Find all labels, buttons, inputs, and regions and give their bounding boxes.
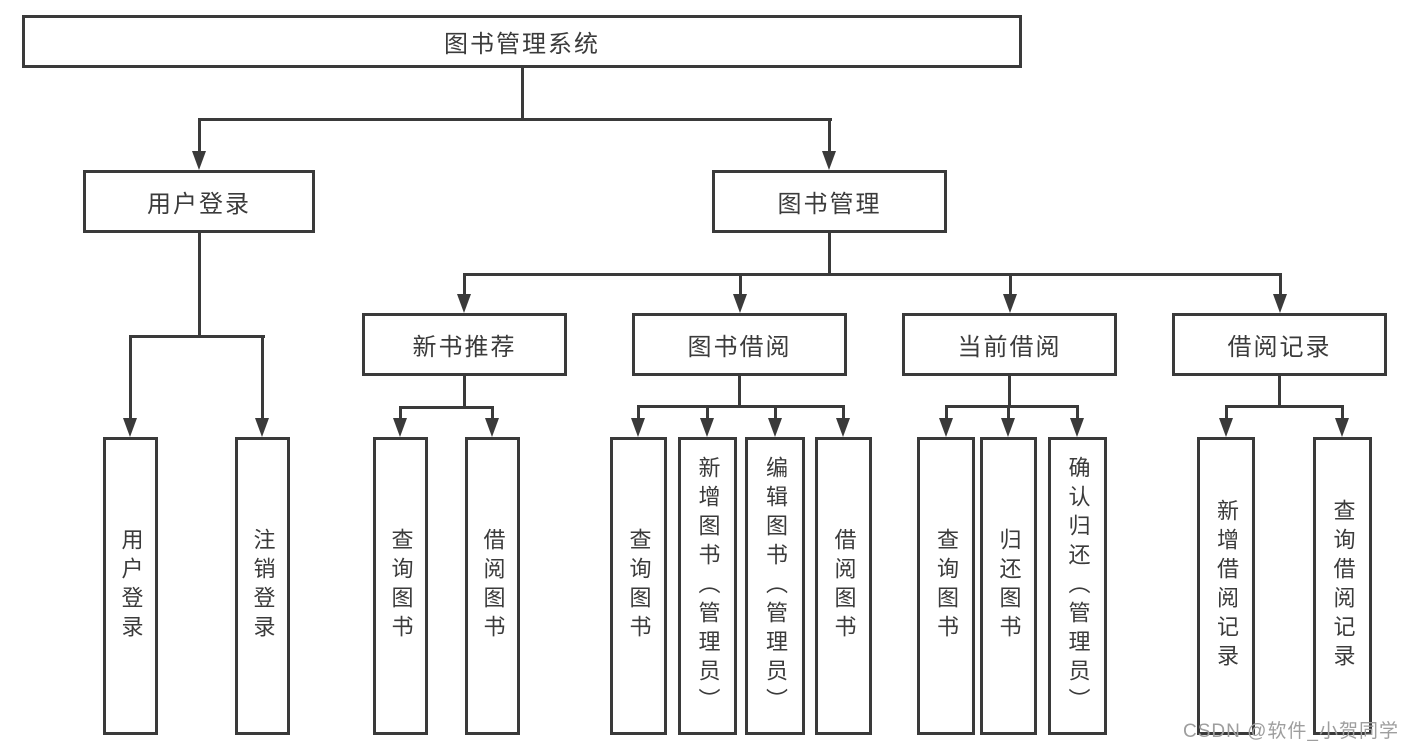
arrow-down-icon: [700, 418, 714, 437]
connector-hline: [399, 406, 494, 409]
node-leaf-query-books-recommend: 查询图书: [373, 437, 428, 735]
node-leaf-add-borrow-record: 新增借阅记录: [1197, 437, 1255, 735]
connector-vline: [1076, 405, 1079, 421]
connector-vline: [1009, 273, 1012, 298]
node-root-library-system: 图书管理系统: [22, 15, 1022, 68]
arrow-down-icon: [822, 151, 836, 170]
connector-vline: [1225, 405, 1228, 421]
arrow-down-icon: [1001, 418, 1015, 437]
node-leaf-query-borrow-record: 查询借阅记录: [1313, 437, 1372, 735]
connector-hline: [129, 335, 265, 338]
connector-vline: [945, 405, 948, 421]
connector-hline: [637, 405, 845, 408]
node-leaf-borrow-books: 借阅图书: [815, 437, 872, 735]
connector-hline: [945, 405, 1079, 408]
node-leaf-edit-books-admin: 编辑图书（管理员）: [745, 437, 805, 735]
node-new-book-recommend: 新书推荐: [362, 313, 567, 376]
arrow-down-icon: [485, 418, 499, 437]
node-leaf-return-books: 归还图书: [980, 437, 1037, 735]
connector-vline: [828, 232, 831, 274]
connector-vline: [399, 406, 402, 421]
node-leaf-confirm-return-admin: 确认归还（管理员）: [1048, 437, 1107, 735]
connector-vline: [198, 118, 201, 154]
connector-vline: [706, 405, 709, 421]
arrow-down-icon: [1003, 294, 1017, 313]
connector-vline: [1278, 374, 1281, 407]
node-book-borrow: 图书借阅: [632, 313, 847, 376]
connector-vline: [491, 406, 494, 421]
connector-vline: [1007, 405, 1010, 421]
connector-vline: [463, 375, 466, 408]
node-leaf-borrow-books-recommend: 借阅图书: [465, 437, 520, 735]
connector-vline: [1279, 273, 1282, 298]
arrow-down-icon: [1335, 418, 1349, 437]
connector-vline: [129, 335, 132, 422]
connector-vline: [1341, 405, 1344, 421]
connector-vline: [521, 67, 524, 120]
arrow-down-icon: [1219, 418, 1233, 437]
arrow-down-icon: [939, 418, 953, 437]
connector-hline: [1225, 405, 1344, 408]
connector-vline: [774, 405, 777, 421]
node-user-login: 用户登录: [83, 170, 315, 233]
connector-vline: [198, 232, 201, 337]
arrow-down-icon: [393, 418, 407, 437]
arrow-down-icon: [733, 294, 747, 313]
connector-vline: [1008, 374, 1011, 407]
connector-vline: [842, 405, 845, 421]
node-leaf-query-books-current: 查询图书: [917, 437, 975, 735]
arrow-down-icon: [123, 418, 137, 437]
arrow-down-icon: [1070, 418, 1084, 437]
node-leaf-user-login: 用户登录: [103, 437, 158, 735]
arrow-down-icon: [1273, 294, 1287, 313]
node-leaf-query-books-borrow: 查询图书: [610, 437, 667, 735]
connector-vline: [261, 335, 264, 422]
arrow-down-icon: [255, 418, 269, 437]
connector-vline: [828, 118, 831, 154]
connector-hline: [198, 118, 832, 121]
connector-vline: [738, 374, 741, 407]
arrow-down-icon: [768, 418, 782, 437]
connector-vline: [637, 405, 640, 421]
arrow-down-icon: [192, 151, 206, 170]
arrow-down-icon: [836, 418, 850, 437]
connector-vline: [739, 273, 742, 298]
node-borrow-records: 借阅记录: [1172, 313, 1387, 376]
node-leaf-add-books-admin: 新增图书（管理员）: [678, 437, 737, 735]
node-current-borrow: 当前借阅: [902, 313, 1117, 376]
connector-vline: [463, 273, 466, 298]
csdn-watermark: CSDN @软件_小贺同学: [1183, 721, 1399, 742]
connector-hline: [463, 273, 1282, 276]
arrow-down-icon: [631, 418, 645, 437]
node-leaf-logout: 注销登录: [235, 437, 290, 735]
arrow-down-icon: [457, 294, 471, 313]
node-book-management: 图书管理: [712, 170, 947, 233]
